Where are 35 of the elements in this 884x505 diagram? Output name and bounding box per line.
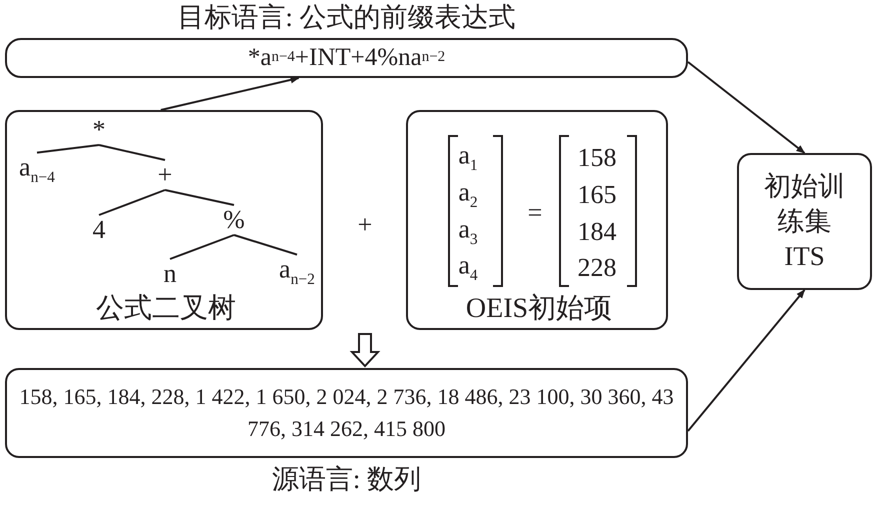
operator-symbol: +: [358, 212, 372, 238]
vector-entry: a$_{3}$: [458, 216, 478, 248]
vector-entry: a$_{1}$: [458, 142, 478, 174]
tree-node-label: 4: [92, 217, 106, 243]
tree-branch: [36, 144, 100, 154]
tree-branch: [234, 234, 298, 256]
tree-node-label: +: [158, 162, 172, 188]
vector-entry: a$_{2}$: [458, 180, 478, 210]
heading: 源语言: 数列: [270, 463, 422, 496]
tree-panel: [5, 110, 323, 330]
panel-label: 公式二叉树: [96, 295, 236, 323]
oeis-panel: [406, 110, 668, 330]
vector-entry: 158: [578, 145, 616, 171]
equals-sign: =: [528, 200, 542, 226]
vector-entry: a$_{4}$: [458, 252, 478, 284]
tree-node-label: a$_{n−4}$: [19, 154, 55, 186]
arrow: [687, 61, 806, 154]
training-set-box: 初始训练集 ITS: [737, 153, 872, 290]
heading: 目标语言: 公式的前缀表达式: [176, 1, 517, 34]
panel-label: OEIS初始项: [466, 295, 612, 323]
arrow: [687, 289, 806, 432]
tree-branch: [98, 189, 166, 216]
sequence-box: 158, 165, 184, 228, 1 422, 1 650, 2 024, 2 736, 18 486, 23 100, 30 360, 43 776, 314 262, 415 800: [5, 368, 688, 458]
tree-node-label: a$_{n−2}$: [279, 256, 315, 288]
vector-entry: 184: [578, 219, 616, 245]
tree-branch: [98, 144, 166, 161]
tree-node-label: n: [164, 261, 176, 287]
tree-branch: [164, 189, 234, 206]
vector-entry: 165: [578, 182, 616, 208]
hollow-arrow: [350, 333, 380, 368]
tree-branch: [170, 234, 234, 260]
vector-entry: 228: [578, 255, 616, 281]
arrow: [160, 76, 300, 111]
tree-node-label: %: [223, 207, 245, 233]
tree-node-label: *: [92, 117, 106, 143]
